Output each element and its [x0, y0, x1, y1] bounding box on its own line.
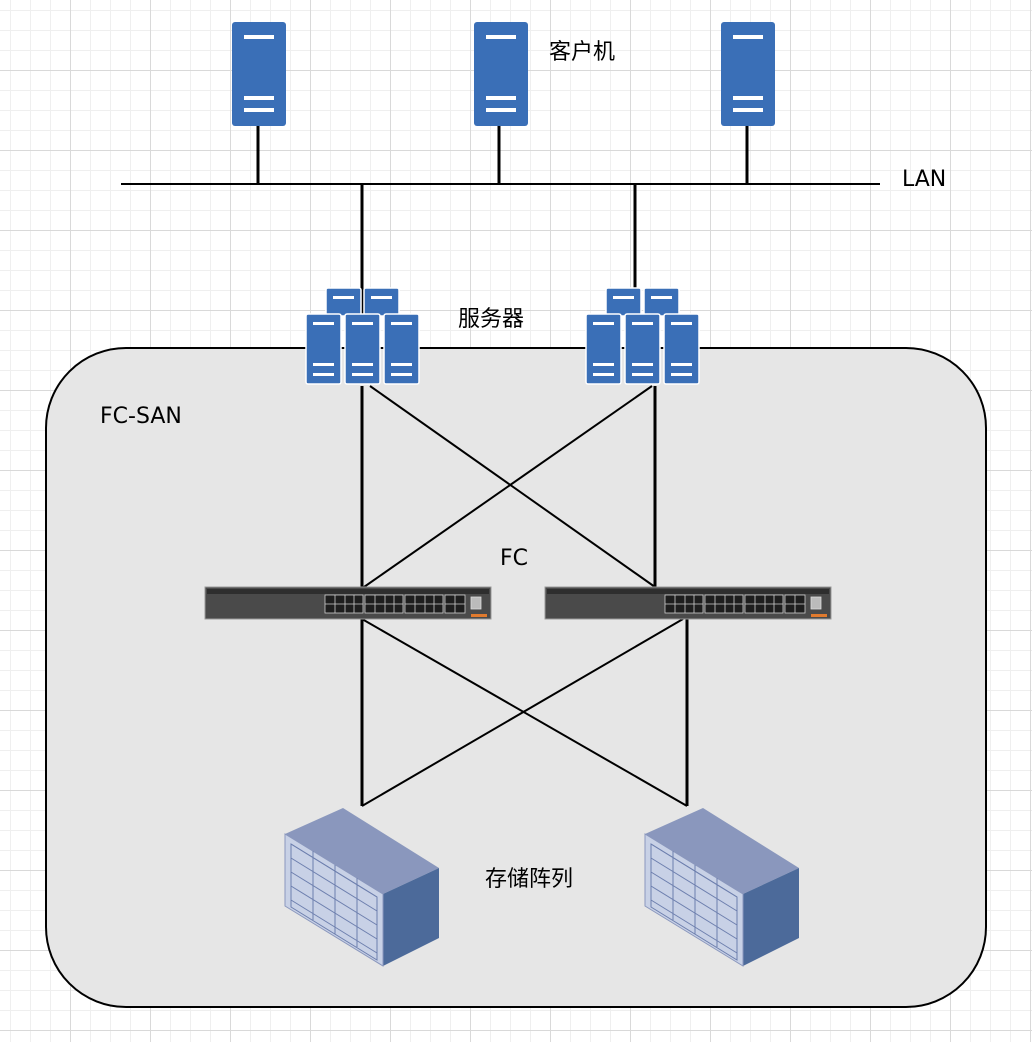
fc-san-label: FC-SAN: [100, 404, 182, 429]
client-3-server-icon: [721, 22, 775, 126]
server2-switch1-link: [363, 385, 653, 588]
lan-label: LAN: [902, 167, 946, 192]
servers-label: 服务器: [458, 307, 524, 332]
fc-switch-2-icon: [544, 586, 832, 620]
fc-switch-1-icon: [204, 586, 492, 620]
client-1-server-icon: [232, 22, 286, 126]
client-2-server-icon: [474, 22, 528, 126]
fc-label: FC: [500, 546, 528, 571]
fc-san-region: [45, 347, 987, 1008]
storage-label: 存储阵列: [485, 867, 573, 892]
server-cluster-2-icon: [586, 288, 699, 384]
switch1-storage2-link: [361, 618, 688, 807]
clients-label: 客户机: [549, 40, 615, 65]
switch2-storage1-link: [361, 618, 684, 807]
server1-switch2-link: [369, 385, 656, 588]
